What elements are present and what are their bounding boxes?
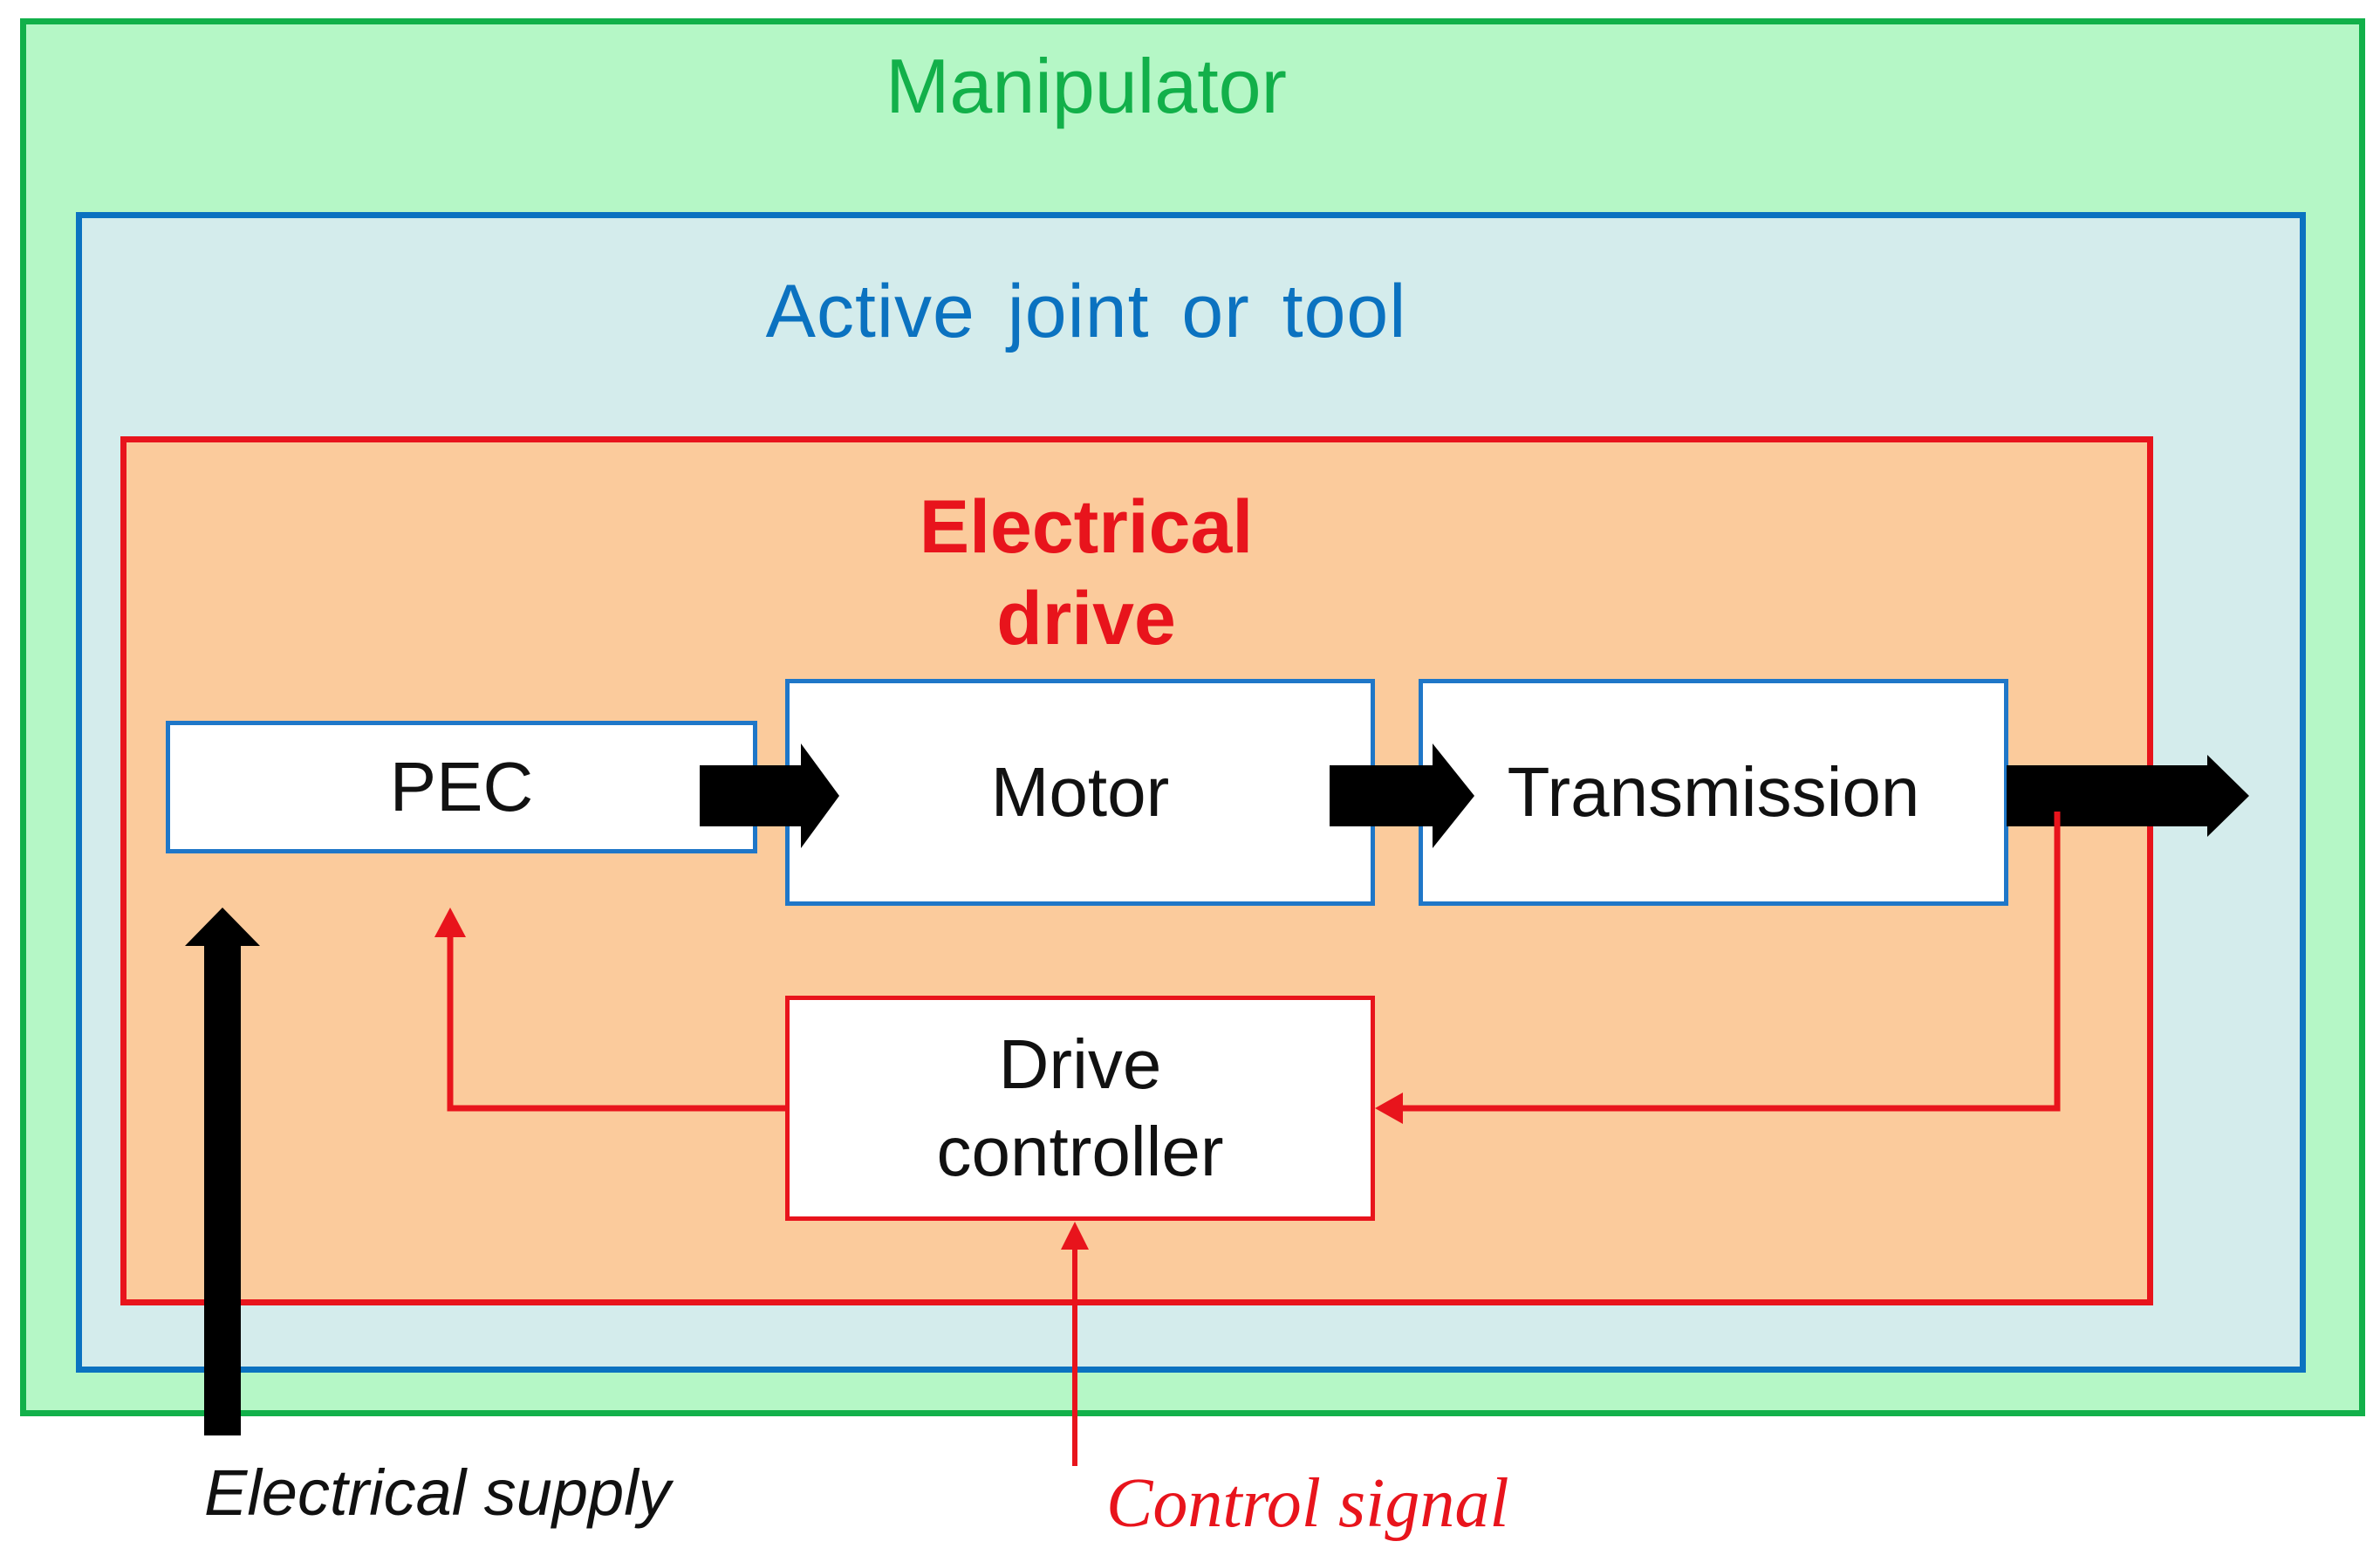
electrical-drive-title: Electrical drive bbox=[919, 485, 1254, 661]
arrow-transmission-output bbox=[2007, 755, 2249, 837]
arrow-electrical-supply bbox=[185, 908, 260, 1435]
arrow-pec-to-motor bbox=[700, 743, 839, 848]
controller-to-pec-arrowhead bbox=[434, 908, 466, 937]
control-signal-arrowhead bbox=[1061, 1222, 1089, 1250]
drive-controller-label: Drive controller bbox=[936, 1025, 1224, 1190]
pec-block: PEC bbox=[166, 721, 757, 853]
feedback-arrowhead bbox=[1375, 1093, 1403, 1124]
transmission-label: Transmission bbox=[1507, 753, 1920, 831]
motor-block: Motor bbox=[785, 679, 1375, 906]
motor-label: Motor bbox=[990, 753, 1170, 831]
arrow-motor-to-transmission bbox=[1330, 743, 1474, 848]
control-signal-label: Control signal bbox=[1106, 1465, 1509, 1542]
feedback-line bbox=[1398, 812, 2061, 1112]
transmission-block: Transmission bbox=[1419, 679, 2008, 906]
electrical-supply-label: Electrical supply bbox=[204, 1456, 671, 1529]
manipulator-title: Manipulator bbox=[886, 43, 1287, 129]
pec-label: PEC bbox=[389, 748, 534, 826]
drive-controller-block: Drive controller bbox=[785, 996, 1375, 1221]
active-joint-title: Active joint or tool bbox=[765, 270, 1407, 353]
controller-to-pec-line bbox=[447, 934, 785, 1112]
